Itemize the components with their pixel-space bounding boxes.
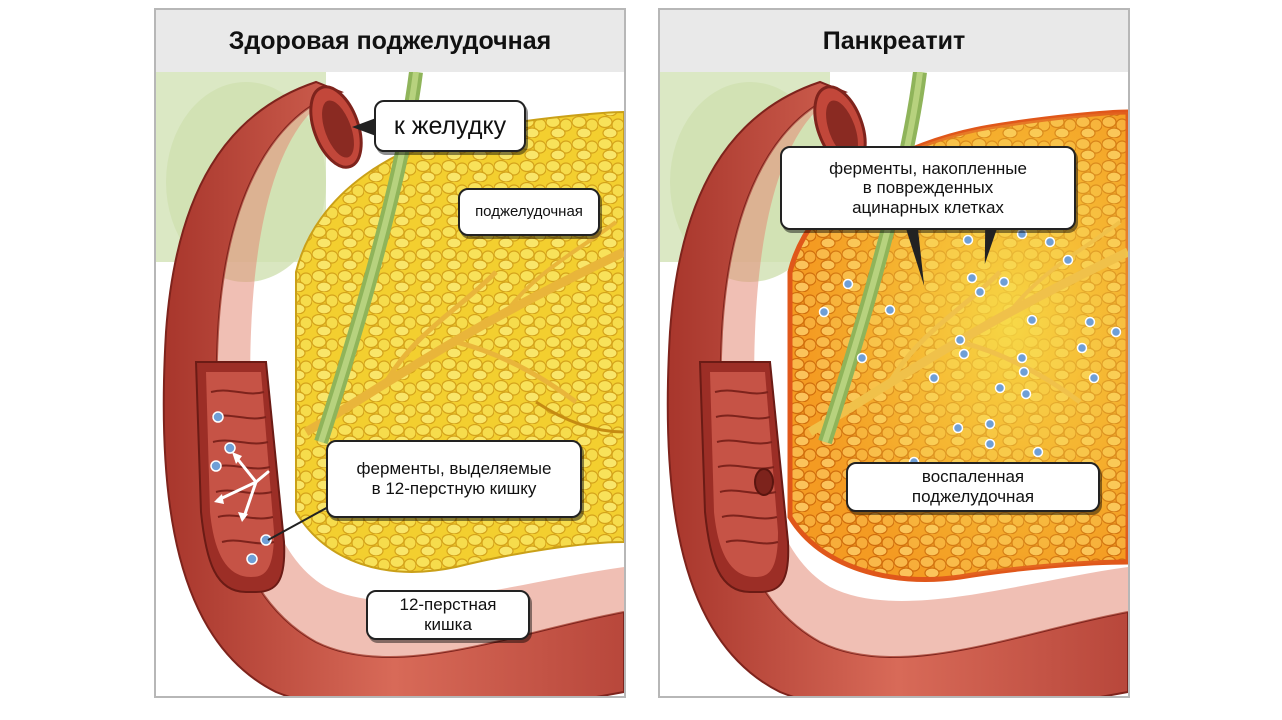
- pancreatitis-panel: Панкреатит: [658, 8, 1130, 698]
- pancreas-callout: поджелудочная: [458, 188, 600, 236]
- enzyme-flow-arrows: [216, 455, 270, 519]
- enzymes-secreted-line2: в 12-перстную кишку: [371, 479, 537, 498]
- to-stomach-callout-tail: [352, 118, 376, 136]
- inflamed-pancreas-line1: воспаленная: [921, 467, 1025, 487]
- healthy-panel-title: Здоровая поджелудочная: [156, 10, 624, 72]
- to-stomach-label: к желудку: [393, 111, 507, 140]
- duodenal-papilla: [754, 468, 774, 496]
- accumulated-enzymes-line2: в поврежденных: [862, 178, 994, 198]
- accumulated-enzymes-line1: ферменты, накопленные: [829, 158, 1027, 178]
- healthy-pancreas-panel: Здоровая поджелудочная: [154, 8, 626, 698]
- inflamed-pancreas-callout: воспаленная поджелудочная: [846, 462, 1100, 512]
- duodenum-callout: 12-перстная кишка: [366, 590, 530, 640]
- pancreatitis-panel-title: Панкреатит: [660, 10, 1128, 72]
- to-stomach-callout: к желудку: [374, 100, 526, 152]
- accumulated-enzymes-callout: ферменты, накопленные в поврежденных аци…: [780, 146, 1076, 230]
- duodenum-line1: 12-перстная: [399, 595, 497, 615]
- enzymes-secreted-callout: ферменты, выделяемые в 12-перстную кишку: [326, 440, 582, 518]
- inflamed-pancreas-line2: поджелудочная: [911, 487, 1035, 506]
- accumulated-enzymes-line3: ацинарных клетках: [852, 197, 1004, 217]
- accumulated-enzyme-particles: [818, 228, 1122, 468]
- enzyme-particles: [210, 411, 272, 565]
- pancreas-label: поджелудочная: [475, 203, 583, 221]
- enzymes-secreted-line1: ферменты, выделяемые: [356, 459, 552, 479]
- duodenum-line2: кишка: [424, 615, 472, 634]
